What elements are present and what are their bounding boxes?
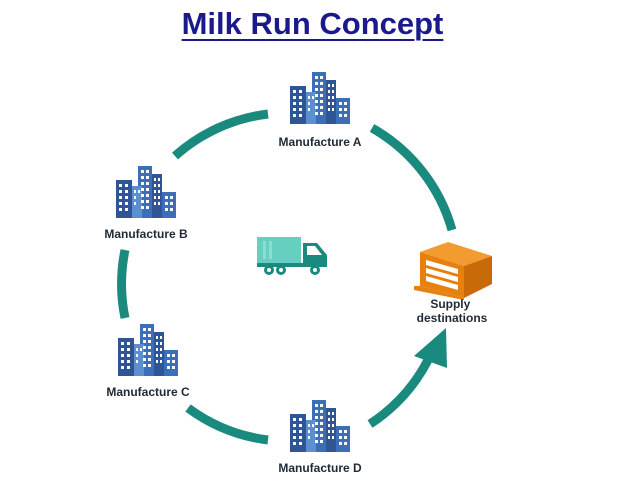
truck-icon bbox=[257, 237, 327, 275]
node-manufacture-c: Manufacture C bbox=[106, 324, 190, 399]
loop-arc-d-to-destination bbox=[367, 357, 432, 428]
node-supply-destinations: Supply destinations bbox=[414, 242, 492, 325]
manufacture-c-label: Manufacture C bbox=[106, 385, 190, 399]
buildings-icon bbox=[116, 166, 176, 218]
supply-destinations-line2: destinations bbox=[417, 311, 488, 325]
supply-destinations-label: Supply destinations bbox=[417, 297, 488, 325]
arrow-head-icon bbox=[414, 328, 447, 368]
node-manufacture-a: Manufacture A bbox=[279, 72, 362, 149]
page-title: Milk Run Concept bbox=[181, 6, 444, 41]
buildings-icon bbox=[118, 324, 178, 376]
node-manufacture-b: Manufacture B bbox=[104, 166, 188, 241]
loop-arc-b-to-c bbox=[117, 249, 130, 319]
manufacture-a-label: Manufacture A bbox=[279, 135, 362, 149]
loop-arc-b-to-a bbox=[172, 109, 269, 160]
node-manufacture-d: Manufacture D bbox=[278, 400, 362, 475]
buildings-icon bbox=[290, 400, 350, 452]
manufacture-b-label: Manufacture B bbox=[104, 227, 188, 241]
warehouse-icon bbox=[414, 242, 492, 300]
manufacture-d-label: Manufacture D bbox=[278, 461, 362, 475]
loop-arc-a-to-destination bbox=[369, 124, 457, 232]
supply-destinations-line1: Supply bbox=[430, 297, 470, 311]
milk-run-loop bbox=[117, 109, 457, 445]
buildings-icon bbox=[290, 72, 350, 124]
loop-arc-c-to-d bbox=[185, 404, 269, 445]
